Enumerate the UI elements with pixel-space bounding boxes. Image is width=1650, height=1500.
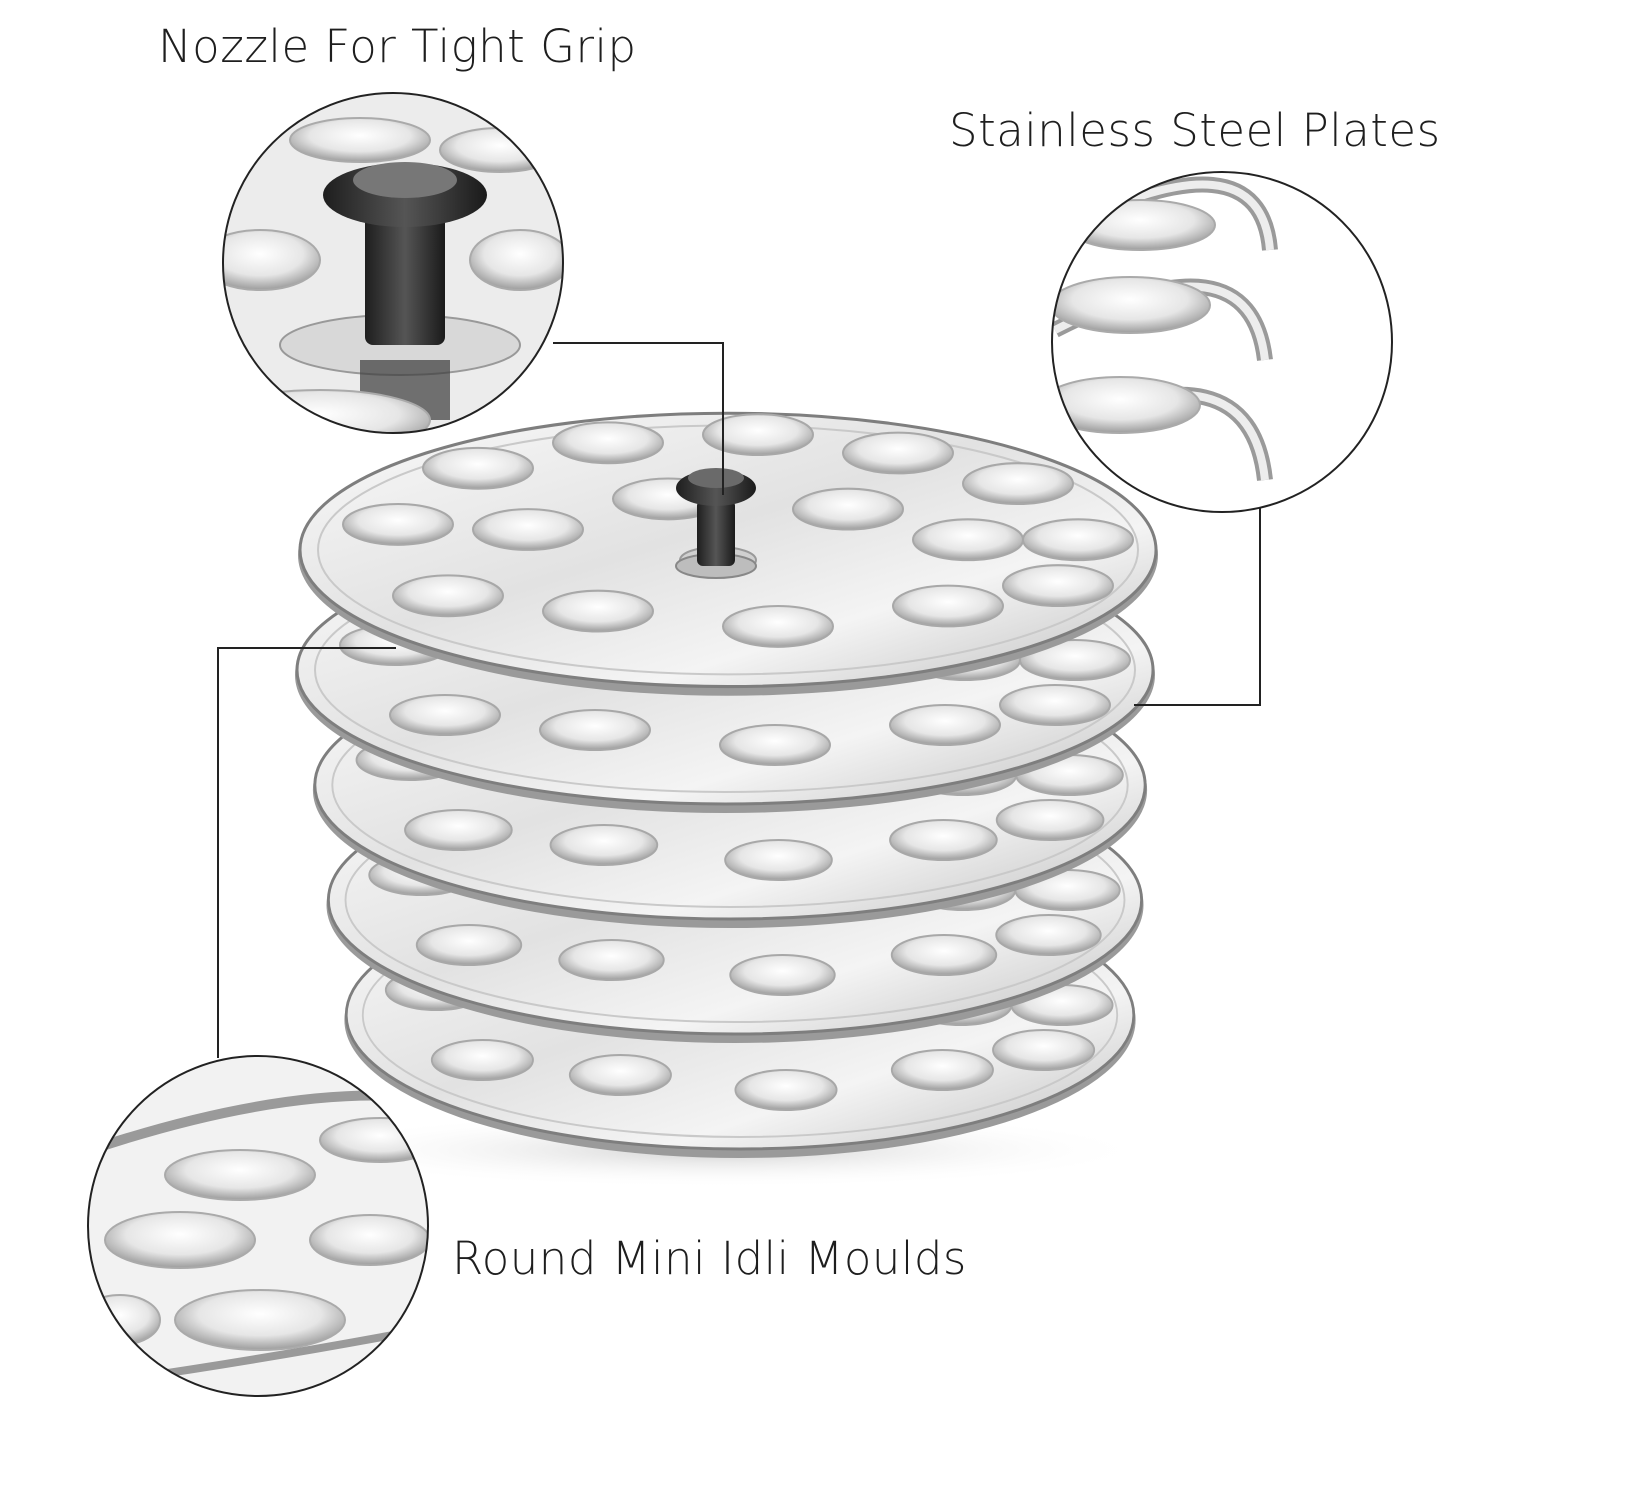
plate-edge-zoom-icon: [1051, 171, 1393, 513]
nozzle-zoom-icon: [222, 92, 564, 434]
moulds-callout-label: Round Mini Idli Moulds: [452, 1232, 967, 1285]
mould-zoom-icon: [87, 1055, 429, 1397]
moulds-leader-line: [217, 647, 396, 1058]
plates-leader-line: [1134, 505, 1261, 706]
nozzle-callout-label: Nozzle For Tight Grip: [158, 20, 637, 73]
nozzle-leader-line: [553, 342, 724, 495]
nozzle-knob-icon: [675, 468, 757, 579]
plates-callout-label: Stainless Steel Plates: [949, 104, 1441, 157]
